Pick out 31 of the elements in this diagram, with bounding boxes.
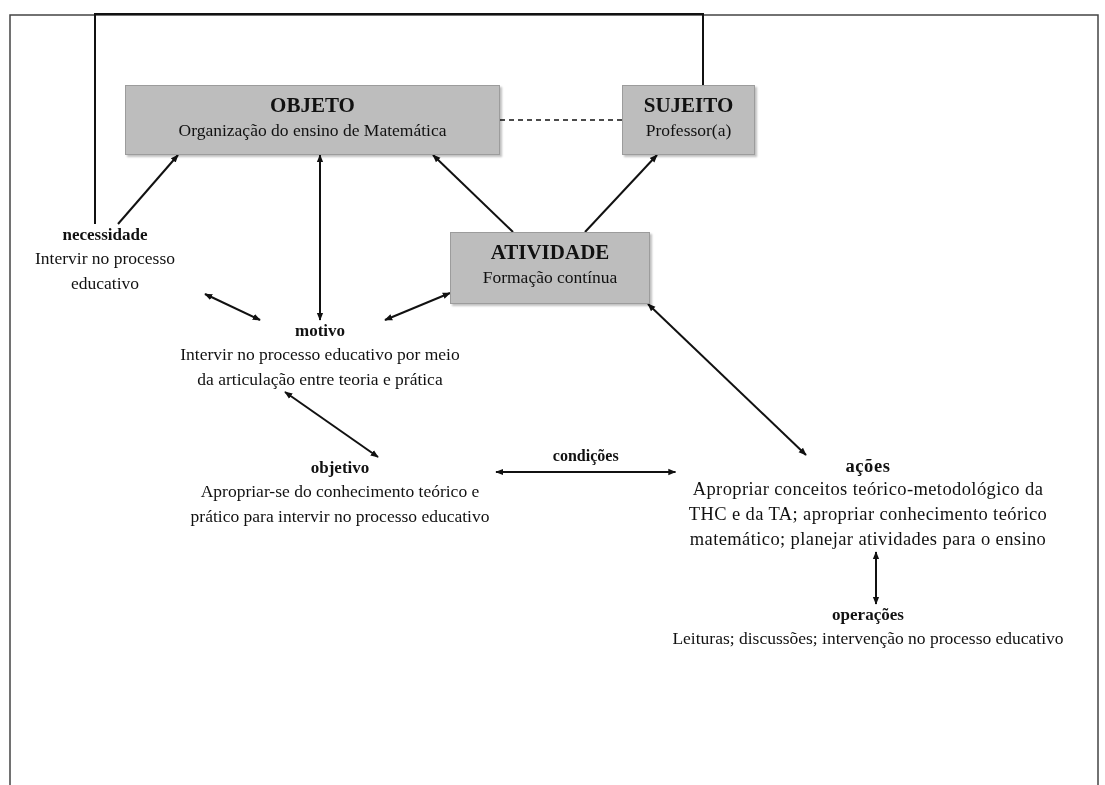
node-heading: operações xyxy=(831,604,905,626)
concept-box xyxy=(622,85,755,155)
arrow xyxy=(495,468,677,476)
node-heading: OBJETO xyxy=(269,92,356,118)
node-description: Professor(a) xyxy=(644,119,733,142)
arrow xyxy=(316,154,324,321)
arrow xyxy=(384,292,451,321)
arrow xyxy=(872,551,880,605)
node-heading: objetivo xyxy=(309,457,371,479)
connector-line xyxy=(94,13,704,225)
node-heading: motivo xyxy=(293,320,346,342)
node-description: Intervir no processo educativo por meio da articulação entre teoria e prática xyxy=(179,343,461,391)
arrow xyxy=(204,293,261,321)
concept-box xyxy=(450,232,650,304)
node-description: Leituras; discussões; intervenção no processo educativo xyxy=(672,627,1064,650)
concept-box xyxy=(125,85,500,155)
node-heading: SUJEITO xyxy=(642,92,735,118)
dashed-connector xyxy=(499,119,623,121)
node-description: Apropriar-se do conhecimento teórico e prático para intervir no processo educativo xyxy=(189,480,491,528)
node-heading: ATIVIDADE xyxy=(489,239,611,265)
node-heading: necessidade xyxy=(61,224,149,246)
node-description: Intervir no processo educativo xyxy=(34,247,176,295)
arrow xyxy=(647,303,807,456)
arrow xyxy=(432,154,514,233)
node-description: Apropriar conceitos teórico-metodológico da THC e da TA; apropriar conhecimento teórico matemático; planejar atividades para o ensino xyxy=(687,478,1049,551)
arrow xyxy=(584,154,658,233)
arrow xyxy=(117,154,179,225)
node-description: Formação contínua xyxy=(481,266,619,289)
node-description: Organização do ensino de Matemática xyxy=(177,119,448,142)
arrow xyxy=(284,391,379,458)
node-heading: ações xyxy=(844,455,892,477)
